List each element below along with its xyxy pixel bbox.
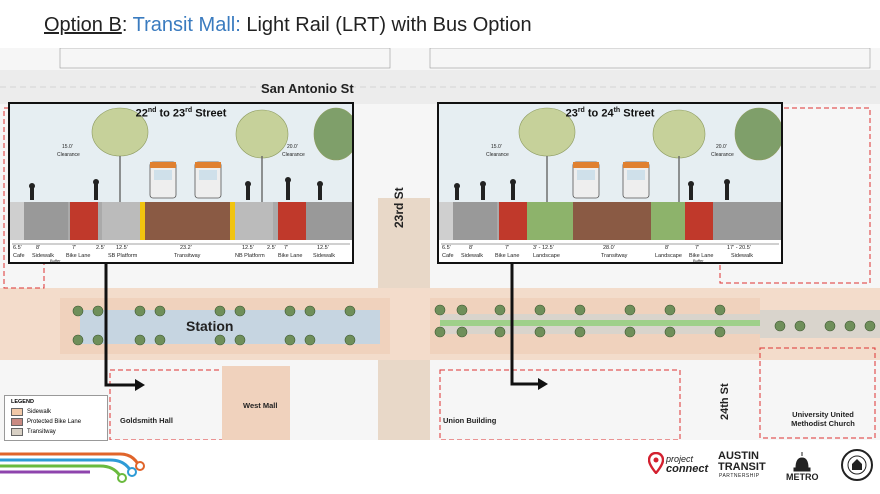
dim-label: 7': [72, 245, 77, 251]
title-sup-1: rd: [577, 107, 585, 114]
dim-label: 7': [284, 245, 289, 251]
logo-text: project: [666, 454, 694, 464]
clearance-right-label: Clearance: [282, 152, 305, 158]
legend-label: Protected Bike Lane: [27, 419, 82, 425]
dim-label: 2.5': [267, 245, 276, 251]
clearance-left-value: 15.0': [62, 144, 73, 150]
dim-label: 7': [695, 245, 700, 251]
logo-text: connect: [666, 463, 709, 475]
title-num-2: to 24: [584, 107, 614, 120]
title-sep: :: [121, 14, 133, 36]
section-panel-23-24: 23rd to 24th Street 15.0' Clearance 20.0…: [437, 102, 783, 264]
lane-label: Bike Lane: [66, 253, 91, 259]
lane-label: Sidewalk: [32, 253, 55, 259]
title-mall: Transit Mall:: [132, 14, 241, 36]
church-label: University United Methodist Church: [791, 410, 855, 428]
dim-label: 17' - 20.5': [727, 245, 751, 251]
union-building-label: Union Building: [443, 416, 497, 425]
cross-section-drawing-left: [10, 104, 352, 262]
city-seal-logo: [841, 449, 873, 481]
lane-label: SB Platform: [108, 253, 138, 259]
title-sup-2: rd: [185, 107, 193, 114]
section-panel-22-23: 22nd to 23rd Street 15.0' Clearance 20.0…: [8, 102, 354, 264]
clearance-left-label: Clearance: [57, 152, 80, 158]
title-rest: Light Rail (LRT) with Bus Option: [240, 14, 532, 36]
legend-swatch: [11, 418, 23, 426]
dim-label: 7': [505, 245, 510, 251]
goldsmith-hall-label: Goldsmith Hall: [120, 416, 173, 425]
lane-label: Landscape: [533, 253, 560, 259]
lane-label: Bike Lane: [278, 253, 303, 259]
dim-label: 2.5': [96, 245, 105, 251]
dim-label: 28.0': [603, 245, 615, 251]
lane-label: Bike Lane: [495, 253, 520, 259]
title-num-1: 22: [135, 107, 148, 120]
logo-text: TRANSIT: [718, 461, 766, 473]
buffer-label: Buffer: [50, 258, 61, 263]
lane-label: Transitway: [174, 253, 201, 259]
lane-label: Landscape: [655, 253, 682, 259]
street-san-antonio: San Antonio St: [261, 81, 354, 96]
title-sup-2: th: [613, 107, 621, 114]
dim-label: 12.5': [317, 245, 329, 251]
lane-label: NB Platform: [235, 253, 265, 259]
dim-label: 8': [36, 245, 41, 251]
title-sup-1: nd: [147, 107, 157, 114]
dim-label: 12.5': [116, 245, 128, 251]
legend-swatch: [11, 428, 23, 436]
capitol-dome-icon: [793, 452, 811, 472]
legend-item-bike-lane: Protected Bike Lane: [11, 418, 81, 426]
legend-label: Transitway: [27, 429, 56, 435]
title-street: Street: [620, 107, 655, 120]
clearance-left-label: Clearance: [486, 152, 509, 158]
decorative-transit-lines: [0, 452, 145, 483]
legend: LEGEND Sidewalk Protected Bike Lane Tran…: [4, 395, 108, 441]
dim-label: 3' - 12.5': [533, 245, 554, 251]
cross-section-drawing-right: [439, 104, 781, 262]
logo-text: METRO: [786, 472, 819, 482]
map-pin-icon: [648, 452, 664, 474]
lane-label: Cafe: [13, 253, 25, 259]
lane-label: Transitway: [601, 253, 628, 259]
title-option: Option B: [44, 14, 122, 36]
legend-item-sidewalk: Sidewalk: [11, 408, 51, 416]
dim-label: 6.5': [13, 245, 22, 251]
lane-label: Cafe: [442, 253, 454, 259]
dim-label: 8': [469, 245, 474, 251]
panel-title-right: 23rd to 24th Street: [439, 107, 781, 120]
dim-label: 8': [665, 245, 670, 251]
logo-text: PARTNERSHIP: [719, 473, 760, 479]
panel-title-left: 22nd to 23rd Street: [10, 107, 352, 120]
dim-label: 12.5': [242, 245, 254, 251]
legend-label: Sidewalk: [27, 409, 52, 415]
buffer-label: Buffer: [693, 258, 704, 263]
page-title: Option B: Transit Mall: Light Rail (LRT)…: [44, 14, 532, 37]
station-label: Station: [186, 318, 234, 334]
title-num-1: 23: [565, 107, 578, 120]
legend-item-transitway: Transitway: [11, 428, 56, 436]
west-mall-label: West Mall: [243, 401, 278, 410]
logo-text: AUSTIN: [718, 450, 759, 462]
clearance-left-value: 15.0': [491, 144, 502, 150]
title-street: Street: [192, 107, 227, 120]
dim-label: 23.2': [180, 245, 192, 251]
clearance-right-label: Clearance: [711, 152, 734, 158]
lane-label: Bike Lane: [689, 253, 714, 259]
clearance-right-value: 20.0': [716, 144, 727, 150]
title-num-2: to 23: [156, 107, 186, 120]
lane-label: Sidewalk: [461, 253, 484, 259]
legend-title: LEGEND: [11, 399, 34, 405]
clearance-right-value: 20.0': [287, 144, 298, 150]
legend-swatch: [11, 408, 23, 416]
lane-label: Sidewalk: [731, 253, 754, 259]
dim-label: 6.5': [442, 245, 451, 251]
lane-label: Sidewalk: [313, 253, 336, 259]
